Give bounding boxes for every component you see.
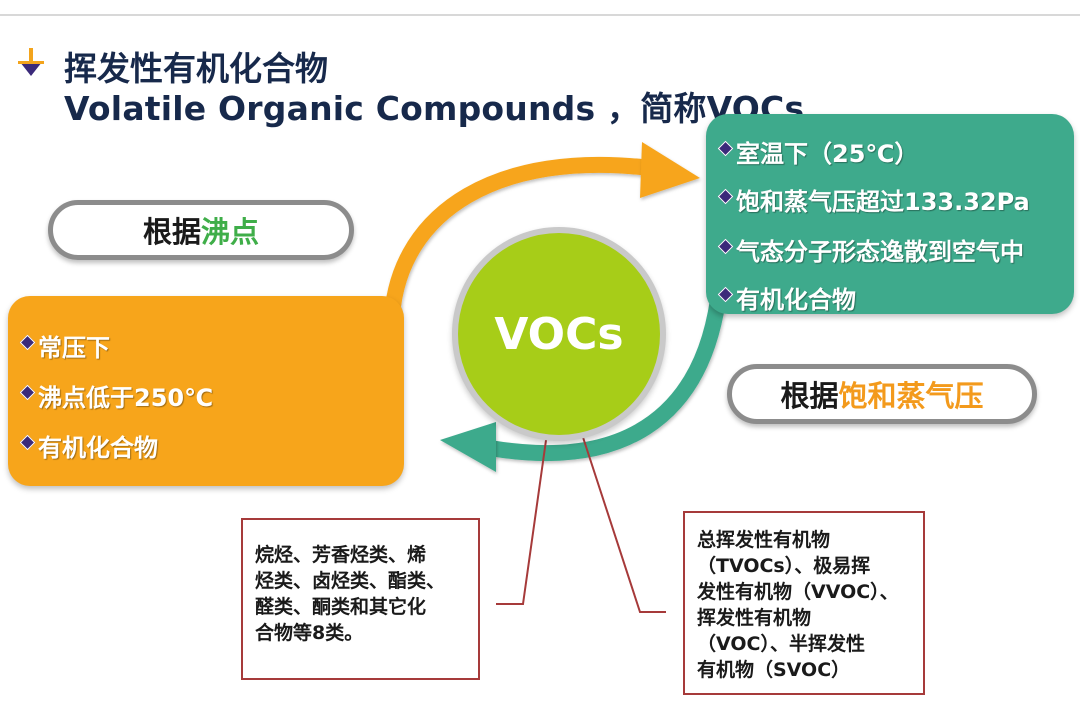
center-label: VOCs: [494, 308, 624, 360]
teal-arrow-head: [440, 422, 496, 472]
diamond-bullet-icon: [717, 140, 734, 157]
diamond-bullet-icon: [717, 238, 734, 255]
box-line: 烷烃、芳香烃类、烯: [255, 544, 427, 566]
box-line: 有机物（SVOC）: [697, 659, 851, 681]
box-line: 烃类、卤烃类、酯类、: [255, 570, 446, 592]
diamond-bullet-icon: [717, 286, 734, 303]
teal-cycle-arrow: [488, 298, 726, 462]
box-line: 醛类、酮类和其它化: [255, 596, 427, 618]
box-line: （TVOCs）、极易挥: [697, 555, 871, 577]
diamond-bullet-icon: [19, 334, 36, 351]
criterion-keyword: 沸点: [201, 215, 260, 249]
connector-left: [496, 425, 549, 605]
vapor-pressure-panel: 室温下（25℃） 饱和蒸气压超过133.32Pa 气态分子形态逸散到空气中 有机…: [706, 114, 1074, 314]
box-line: 发性有机物（VVOC）、: [697, 581, 899, 603]
box-line: 总挥发性有机物: [697, 529, 831, 551]
box-line: 合物等8类。: [255, 622, 364, 644]
criterion-boiling-point: 根据沸点: [48, 200, 354, 260]
diamond-bullet-icon: [19, 384, 36, 401]
orange-arrow-head: [640, 142, 700, 198]
diamond-bullet-icon: [717, 188, 734, 205]
down-arrow-bullet-icon: [18, 48, 44, 76]
title-chinese: 挥发性有机化合物: [64, 49, 328, 88]
connector-right: [577, 421, 666, 613]
diamond-bullet-icon: [19, 434, 36, 451]
top-divider: [0, 14, 1080, 16]
box-line: 挥发性有机物: [697, 607, 812, 629]
compound-classes-box: 烷烃、芳香烃类、烯 烃类、卤烃类、酯类、 醛类、酮类和其它化 合物等8类。: [241, 518, 480, 680]
criterion-vapor-pressure: 根据饱和蒸气压: [727, 364, 1037, 424]
voc-categories-box: 总挥发性有机物 （TVOCs）、极易挥 发性有机物（VVOC）、 挥发性有机物 …: [683, 511, 925, 695]
center-circle: VOCs: [452, 227, 666, 441]
orange-cycle-arrow: [384, 156, 651, 317]
boiling-point-panel: 常压下 沸点低于250℃ 有机化合物: [8, 296, 404, 486]
box-line: （VOC）、半挥发性: [697, 633, 865, 655]
criterion-keyword: 饱和蒸气压: [838, 379, 984, 413]
title-english: Volatile Organic Compounds ，简称VOCs: [64, 89, 805, 128]
criterion-prefix: 根据: [780, 379, 839, 413]
criterion-prefix: 根据: [142, 215, 201, 249]
